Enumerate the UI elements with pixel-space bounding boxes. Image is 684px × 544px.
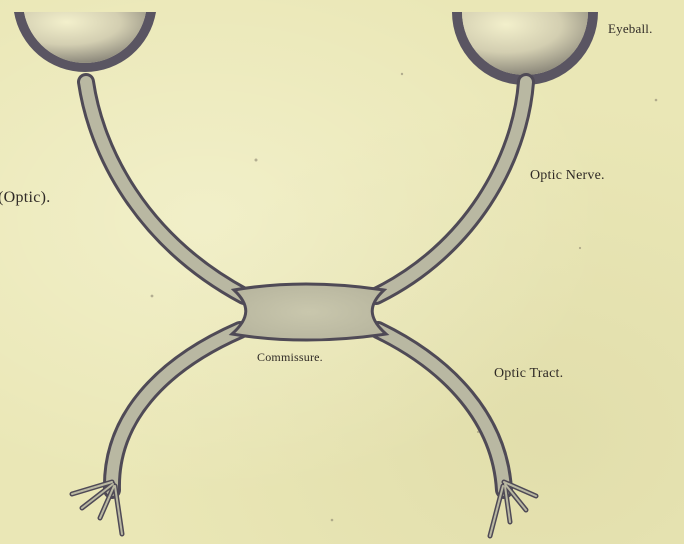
label-commissure: Commissure. — [257, 350, 323, 365]
right-optic-nerve — [376, 82, 526, 296]
commissure-body — [232, 284, 386, 340]
left-optic-tract — [72, 330, 240, 534]
label-optic-title: (Optic). — [0, 189, 51, 207]
paper-specks — [151, 73, 658, 522]
right-optic-tract — [378, 330, 536, 536]
label-optic-nerve: Optic Nerve. — [530, 168, 605, 184]
label-eyeball: Eyeball. — [608, 21, 653, 37]
left-optic-nerve — [86, 82, 244, 296]
left-eyeball — [14, 12, 156, 72]
label-optic-tract: Optic Tract. — [494, 366, 563, 382]
